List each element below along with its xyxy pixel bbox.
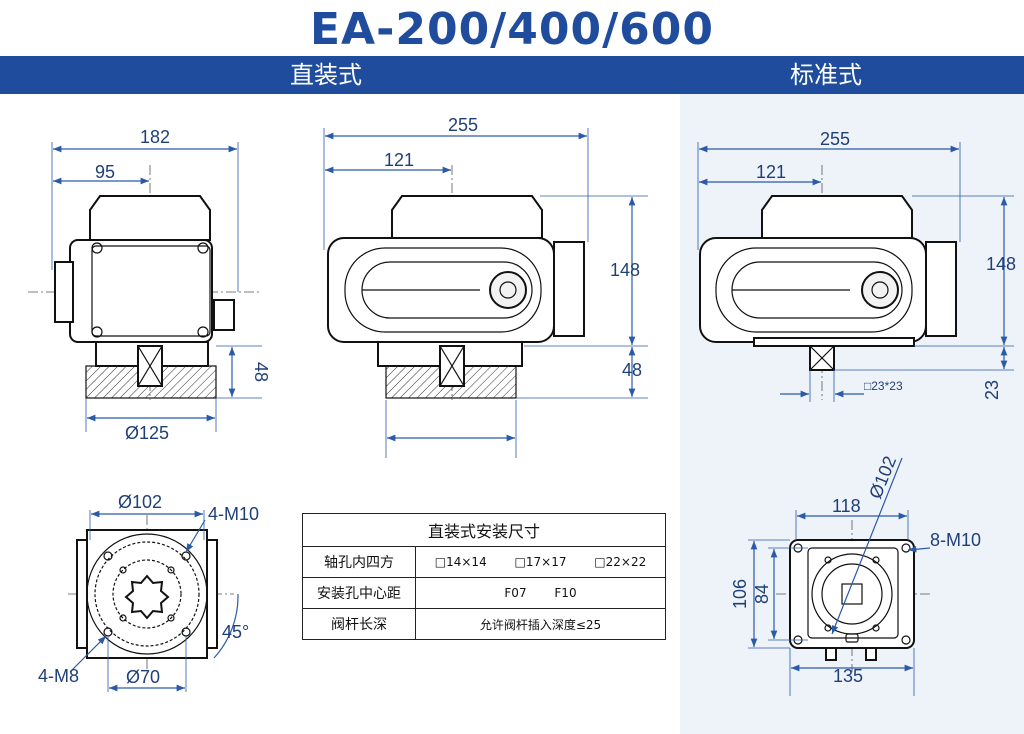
table-row: 安装孔中心距 F07 F10 [302, 577, 666, 609]
dim-diameter-70: Ø70 [126, 667, 160, 687]
dim-4-m8: 4-M8 [38, 666, 79, 686]
value-17x17: □17×17 [514, 555, 567, 569]
row-label-shaft-square: 轴孔内四方 [302, 546, 416, 578]
dim-255-standard: 255 [820, 129, 850, 149]
dim-106: 106 [730, 579, 750, 609]
page-title: EA-200/400/600 [309, 4, 715, 55]
dim-148-standard: 148 [986, 254, 1016, 274]
direct-mount-heading: 直装式 [290, 61, 362, 89]
value-f10: F10 [554, 586, 577, 600]
value-14x14: □14×14 [434, 555, 487, 569]
row-values-shaft-square: □14×14 □17×17 □22×22 [415, 546, 666, 578]
dim-diameter-125: Ø125 [125, 423, 169, 443]
side-view-direct [28, 165, 262, 400]
value-22x22: □22×22 [594, 555, 647, 569]
front-view-direct-dimensions [323, 128, 648, 458]
value-stem-depth: 允许阀杆插入深度≤25 [479, 617, 602, 632]
table-row: 阀杆长深 允许阀杆插入深度≤25 [302, 608, 666, 640]
dim-118: 118 [832, 496, 861, 516]
direct-mount-spec-table: 直装式安装尺寸 轴孔内四方 □14×14 □17×17 □22×22 安装孔中心… [302, 513, 666, 640]
dim-diameter-102-direct: Ø102 [118, 492, 162, 512]
dim-182: 182 [140, 127, 170, 147]
row-values-stem-depth: 允许阀杆插入深度≤25 [415, 608, 666, 640]
dim-8-m10: 8-M10 [930, 530, 981, 550]
flange-view-direct-dimensions [69, 510, 239, 692]
dim-angle-45: 45° [222, 622, 249, 642]
dim-23: 23 [982, 380, 1002, 400]
dim-255-direct: 255 [448, 115, 478, 135]
dim-square-23: □23*23 [864, 379, 903, 393]
dim-95: 95 [95, 162, 115, 182]
flange-view-direct [68, 515, 234, 673]
dim-121-standard: 121 [756, 162, 786, 182]
dim-48-direct: 48 [622, 360, 642, 380]
front-view-direct [327, 165, 585, 400]
front-view-standard-dimensions [697, 142, 1014, 402]
value-f07: F07 [504, 586, 527, 600]
side-view-dimensions [51, 142, 262, 432]
dim-148-direct: 148 [610, 260, 640, 280]
row-label-stem-depth: 阀杆长深 [302, 608, 416, 640]
row-label-mount-hole-pcd: 安装孔中心距 [302, 577, 416, 609]
section-header-bar: 直装式 标准式 [0, 56, 1024, 94]
table-row: 轴孔内四方 □14×14 □17×17 □22×22 [302, 546, 666, 578]
flange-view-standard-dimensions [748, 457, 931, 696]
flange-view-standard [776, 520, 932, 672]
dim-121-direct: 121 [384, 150, 414, 170]
dim-84: 84 [752, 584, 772, 604]
dim-135: 135 [833, 666, 863, 686]
dim-4-m10: 4-M10 [208, 504, 259, 524]
front-view-standard [699, 165, 957, 400]
standard-type-heading: 标准式 [790, 61, 862, 89]
row-values-mount-hole-pcd: F07 F10 [415, 577, 666, 609]
spec-table-header: 直装式安装尺寸 [302, 513, 666, 547]
dim-48-side: 48 [251, 362, 271, 382]
